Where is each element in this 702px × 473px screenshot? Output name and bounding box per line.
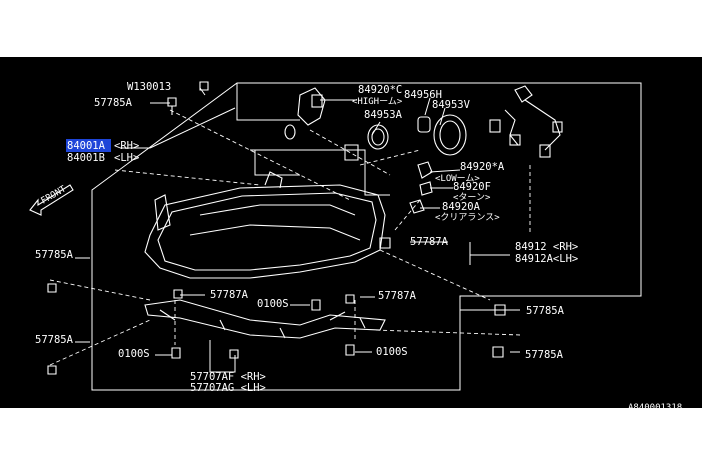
label-57785a-left2[interactable]: 57785A — [35, 334, 74, 346]
dash-line-7 — [49, 319, 151, 366]
label-high-beam: <HIGHーム> — [352, 96, 403, 107]
highlight-84001a — [66, 139, 111, 152]
label-57787a-mid[interactable]: 57787A — [378, 290, 417, 302]
wiring-harness — [489, 85, 563, 158]
label-84920c[interactable]: 84920*C — [358, 84, 402, 96]
label-0100s-left[interactable]: 0100S — [118, 348, 150, 360]
dash-line-2 — [169, 109, 351, 201]
lower-bracket — [144, 299, 386, 339]
label-clearance: <クリアランス> — [435, 212, 500, 223]
label-84920a2[interactable]: 84920A — [442, 201, 481, 213]
leader-84001 — [149, 107, 236, 149]
label-57707af[interactable]: 57707AF <RH> — [190, 371, 266, 383]
label-lh-84001b: <LH> — [114, 152, 139, 164]
label-84953v[interactable]: 84953V — [432, 99, 471, 111]
figure-id: A840001318 — [628, 403, 682, 413]
dash-line-8 — [379, 249, 491, 301]
label-84001a[interactable]: 84001A — [67, 140, 106, 152]
label-low-beam: <LOWーム> — [435, 173, 480, 184]
label-57785a-right2[interactable]: 57785A — [525, 349, 564, 361]
leader-w130013 — [199, 87, 206, 96]
label-0100s-right[interactable]: 0100S — [376, 346, 408, 358]
bulb-components — [284, 87, 467, 214]
assembly-outline — [91, 82, 642, 391]
label-0100s-mid[interactable]: 0100S — [257, 298, 289, 310]
label-84920a[interactable]: 84920*A — [460, 161, 505, 173]
fasteners — [47, 81, 506, 375]
label-57787a-right[interactable]: 57787A — [410, 236, 449, 248]
leader-84920a — [429, 169, 461, 173]
dash-line-6 — [49, 279, 151, 301]
dash-line-4 — [359, 149, 421, 166]
label-57785a-left1[interactable]: 57785A — [35, 249, 74, 261]
label-57787a-lower[interactable]: 57787A — [210, 289, 249, 301]
dash-line-1 — [114, 169, 261, 186]
label-84912a[interactable]: 84912A<LH> — [515, 253, 578, 265]
inner-bracket-line — [236, 83, 300, 121]
label-84920f[interactable]: 84920F — [453, 181, 491, 193]
label-57707ag[interactable]: 57707AG <LH> — [190, 382, 266, 394]
label-rh-84001a: <RH> — [114, 140, 139, 152]
headlamp-housing — [144, 171, 386, 279]
dash-line-9 — [374, 329, 521, 336]
label-84001b[interactable]: 84001B — [67, 152, 105, 164]
diagram-background — [0, 57, 702, 408]
label-57785a-right1[interactable]: 57785A — [526, 305, 565, 317]
label-w130013[interactable]: W130013 — [127, 81, 171, 93]
bulb-group-line — [254, 150, 300, 176]
leader-84953v — [439, 107, 446, 126]
leader-84956h — [424, 97, 431, 116]
label-57785a-top[interactable]: 57785A — [94, 97, 133, 109]
label-turn: <ターン> — [453, 192, 491, 203]
dash-line-3 — [309, 129, 391, 176]
leader-57707 — [209, 340, 236, 373]
label-84956h[interactable]: 84956H — [404, 89, 442, 101]
label-84912[interactable]: 84912 <RH> — [515, 241, 578, 253]
label-84953a[interactable]: 84953A — [364, 109, 403, 121]
